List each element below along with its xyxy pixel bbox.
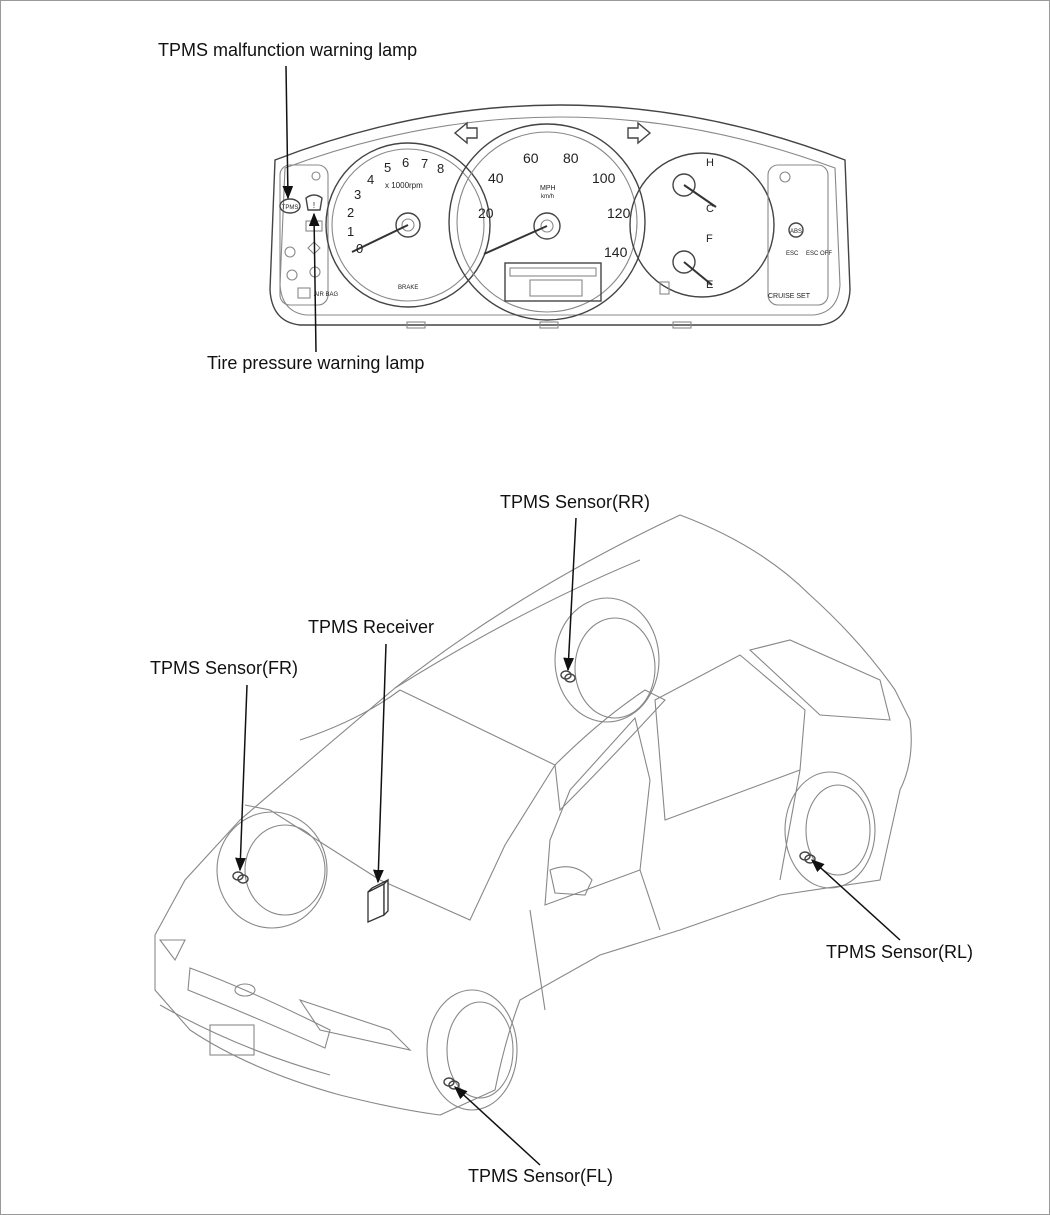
speedo-label-140: 140 [604,244,628,260]
speedometer: 20 40 60 80 100 120 140 MPH km/h [448,121,652,321]
turn-left-arrow [453,121,478,145]
tacho-label-6: 6 [402,155,409,170]
tacho-unit: x 1000rpm [385,181,423,190]
sensor-fl-callout: TPMS Sensor(FL) [454,1086,613,1186]
sensor-rl-label: TPMS Sensor(RL) [826,942,973,962]
abs-icon [788,222,804,238]
tpms-malfunction-callout: TPMS malfunction warning lamp [158,40,417,200]
tpms-malfunction-lamp: TPMS [279,198,301,214]
turn-right-arrow [627,121,652,145]
tpms-malfunction-label: TPMS malfunction warning lamp [158,40,417,60]
speedo-label-60: 60 [523,150,539,166]
tacho-label-3: 3 [354,187,361,202]
engine-check-icon [284,246,296,258]
sensor-fl [443,1077,460,1090]
sensor-rl [799,851,816,864]
svg-text:!: ! [313,201,315,210]
tacho-label-1: 1 [347,224,354,239]
car-illustration [154,514,912,1116]
speedo-needle [483,225,548,255]
tire-pressure-label: Tire pressure warning lamp [207,353,424,373]
fuel-full-label: F [706,233,713,245]
oil-warning-icon [297,287,311,299]
sensor-rr-label: TPMS Sensor(RR) [500,492,650,512]
instrument-cluster: TPMS ! AIR BAG 0 1 2 3 4 [269,104,851,329]
cruise-text: CRUISE SET [768,293,811,300]
esc-text: ESC [786,251,799,257]
sensor-rr-callout: TPMS Sensor(RR) [500,492,650,672]
sensor-fr [232,871,249,884]
left-indicator-panel: TPMS ! AIR BAG [279,164,339,306]
abs-text: ABS [790,229,802,235]
temp-cold-label: C [706,203,714,215]
fuel-pump-icon [659,281,670,295]
right-indicator-panel: ABS ESC ESC OFF CRUISE SET BRAKE [398,164,832,306]
receiver-label: TPMS Receiver [308,617,434,637]
brake-text: BRAKE [398,285,418,291]
sensor-rr [560,670,576,683]
speedo-label-40: 40 [488,170,504,186]
fog-lamp-icon [779,171,791,183]
seatbelt-icon [286,269,298,281]
sensor-fl-label: TPMS Sensor(FL) [468,1166,613,1186]
temp-fuel-gauges: H C F E [629,152,775,298]
speedo-label-100: 100 [592,170,616,186]
tacho-hub [395,212,421,238]
tachometer: 0 1 2 3 4 5 6 7 8 x 1000rpm [325,142,491,308]
tacho-label-5: 5 [384,160,391,175]
lcd-display [504,262,602,302]
speedo-unit: MPH [540,185,556,192]
speedo-unit-kmh: km/h [541,194,554,200]
tacho-label-4: 4 [367,172,374,187]
tacho-label-0: 0 [356,241,363,256]
esc-off-text: ESC OFF [806,251,832,257]
headlamp-icon [311,171,321,181]
tpms-lamp-text: TPMS [282,205,299,211]
wheel-front-right [216,811,328,929]
air-bag-text: AIR BAG [314,292,339,298]
speedo-label-120: 120 [607,205,631,221]
wheel-front-left [426,989,518,1111]
sensor-rl-callout: TPMS Sensor(RL) [811,859,973,962]
speedo-hub [533,212,561,240]
tacho-label-2: 2 [347,205,354,220]
sensor-fr-label: TPMS Sensor(FR) [150,658,298,678]
speedo-label-80: 80 [563,150,579,166]
wheel-rear-left [784,771,876,889]
tacho-label-7: 7 [421,156,428,171]
fuel-empty-label: E [706,279,713,291]
fuel-gauge-hub [672,250,696,274]
temp-gauge-hub [672,173,696,197]
temp-hot-label: H [706,157,714,169]
tacho-label-8: 8 [437,161,444,176]
speedo-label-20: 20 [478,205,494,221]
sensor-fr-callout: TPMS Sensor(FR) [150,658,298,872]
tpms-receiver-module [367,878,389,923]
receiver-callout: TPMS Receiver [308,617,434,884]
wheel-rear-right [554,597,660,723]
tire-pressure-lamp: ! [305,194,323,211]
tacho-needle [351,224,409,253]
light-icon [307,241,321,255]
tire-pressure-callout: Tire pressure warning lamp [207,212,424,373]
